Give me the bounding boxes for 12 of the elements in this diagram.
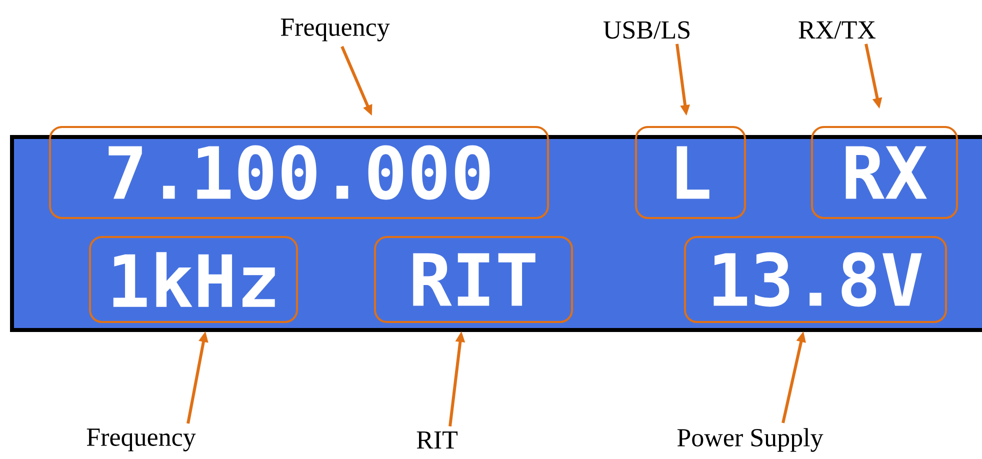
caption-text: RX/TX — [798, 21, 876, 39]
caption-text: Frequency — [86, 428, 196, 452]
display-field: RX — [811, 126, 958, 219]
display-field: 13.8V — [684, 236, 947, 323]
display-field: L — [635, 126, 746, 219]
display-field: 7.100.000 — [49, 126, 549, 219]
caption-text: Power Supply — [677, 428, 824, 452]
caption-text: RIT — [416, 431, 458, 449]
caption-text: Frequency — [280, 18, 390, 42]
display-field: RIT — [374, 236, 573, 323]
caption-text: USB/LS — [603, 21, 690, 39]
display-field: 1kHz — [89, 236, 298, 323]
